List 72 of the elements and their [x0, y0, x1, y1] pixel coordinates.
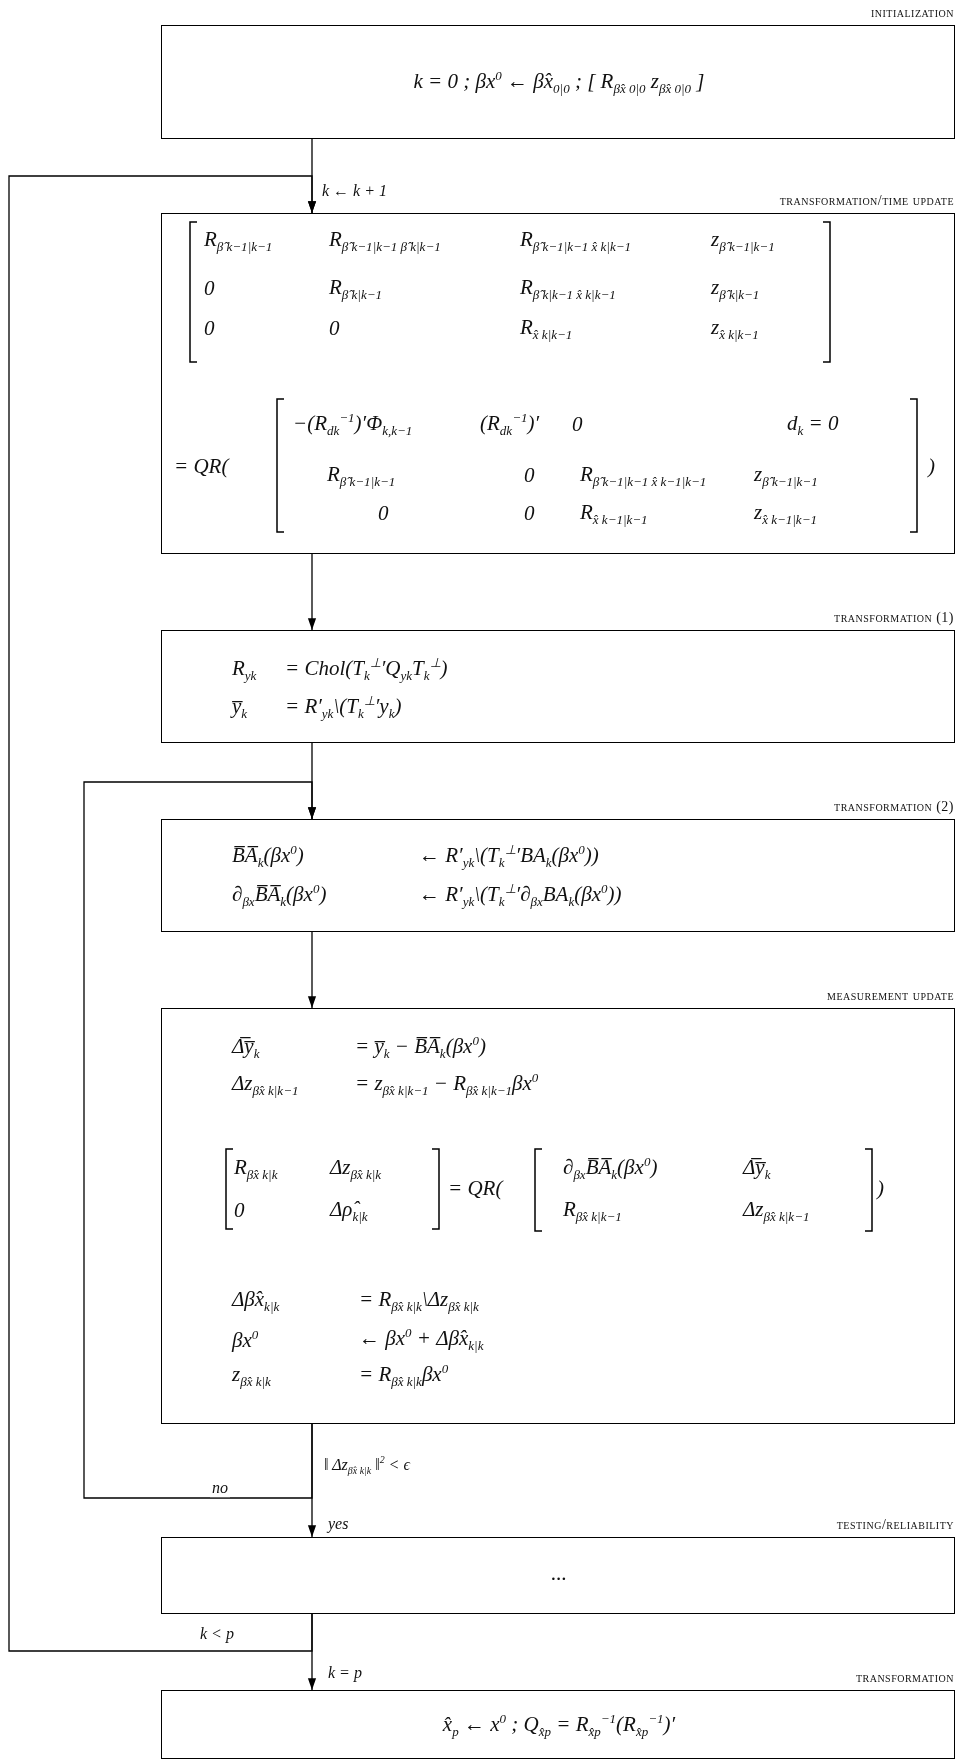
arrow [8, 175, 317, 1652]
math-expression: ← R′$_{yk}$\(T$_{k}$$^{⊥}$′BA$_{k}$(βx$^{0}$)) [419, 843, 599, 871]
math-expression: z$_{β̂x k|k}$ [232, 1362, 271, 1390]
math-expression: Δz$_{β̂x k|k−1}$ [743, 1197, 810, 1225]
math-expression: z$_{β̂ k−1|k−1}$ [754, 462, 818, 490]
math-expression: ← βx$^{0}$ + Δβ̂x$_{k|k}$ [359, 1326, 484, 1354]
math-expression: 0 [572, 413, 583, 437]
math-expression: y̅$_{k}$ [232, 694, 248, 722]
math-expression: R$_{β̂ k−1|k−1}$ [204, 227, 273, 255]
arrow [307, 1613, 317, 1691]
math-expression: R$_{β̂ k−1|k−1 x̂ k|k−1}$ [520, 227, 631, 255]
condition-label: ‖ Δz$_{β̂x k|k}$ ‖$^{2}$ < ϵ [322, 1455, 412, 1477]
math-expression: = z$_{β̂x k|k−1}$ − R$_{β̂x k|k−1}$βx$^{0}$ [355, 1071, 539, 1099]
section-heading: testing/reliability [836, 1518, 954, 1532]
math-expression: Δρ̂$_{k|k}$ [330, 1197, 368, 1225]
math-expression: R$_{β̂x k|k}$ [234, 1155, 278, 1183]
math-expression: ) [928, 455, 935, 479]
math-expression: Δz$_{β̂x k|k}$ [330, 1155, 382, 1183]
math-expression: = Chol(T$_{k}$$^{⊥}$′Q$_{yk}$T$_{k}$$^{⊥}$) [285, 656, 448, 684]
math-expression: d$_{k}$ = 0 [787, 411, 839, 439]
math-expression: = QR( [448, 1177, 503, 1201]
math-expression: R$_{yk}$ [232, 656, 257, 684]
math-expression: k = 0 ; βx$^{0}$ ← β̂x$_{0|0}$ ; [ R$_{β̂x 0|0}$ z$_{β̂x 0|0}$ ] [413, 69, 705, 97]
math-expression: z$_{x̂ k−1|k−1}$ [754, 500, 817, 528]
math-expression: 0 [524, 464, 535, 488]
math-expression: (R$_{dk}$$^{−1}$)′ [480, 411, 539, 439]
math-expression: z$_{β̂ k−1|k−1}$ [711, 227, 775, 255]
math-expression: = R$_{β̂x k|k}$\Δz$_{β̂x k|k}$ [359, 1287, 479, 1315]
math-expression: Δβ̂x$_{k|k}$ [232, 1287, 280, 1315]
math-expression: Δ̅y̅$_{k}$ [743, 1155, 771, 1183]
math-expression: R$_{β̂ k−1|k−1 β̂ k|k−1}$ [329, 227, 441, 255]
math-expression: 0 [234, 1199, 245, 1223]
math-expression: R$_{β̂ k−1|k−1}$ [327, 462, 396, 490]
math-expression: 0 [378, 502, 389, 526]
math-expression: ← R′$_{yk}$\(T$_{k}$$^{⊥}$′∂$_{βx}$BA$_{k}$(βx$^{0}$)) [419, 882, 622, 910]
section-heading: transformation/time update [779, 194, 954, 208]
math-expression: R$_{β̂ k|k−1}$ [329, 275, 382, 303]
math-expression: ∂$_{βx}$B̅A̅$_{k}$(βx$^{0}$) [563, 1155, 658, 1183]
section-heading: transformation (1) [834, 611, 954, 625]
math-expression: R$_{x̂ k|k−1}$ [520, 315, 573, 343]
section-heading: transformation (2) [834, 800, 954, 814]
math-expression: R$_{β̂ k−1|k−1 x̂ k−1|k−1}$ [580, 462, 707, 490]
section-heading: transformation [855, 1671, 954, 1685]
math-expression: = R′$_{yk}$\(T$_{k}$$^{⊥}$′y$_{k}$) [285, 694, 402, 722]
math-expression: R$_{x̂ k−1|k−1}$ [580, 500, 648, 528]
math-expression: Δ̅y̅$_{k}$ [232, 1034, 260, 1062]
math-expression: B̅A̅$_{k}$(βx$^{0}$) [232, 843, 304, 871]
arrow [307, 553, 317, 631]
math-expression: ) [877, 1177, 884, 1201]
math-expression: 0 [329, 317, 340, 341]
section-heading: measurement update [827, 989, 954, 1003]
math-expression: ∂$_{βx}$B̅A̅$_{k}$(βx$^{0}$) [232, 882, 327, 910]
edge-label: k = p [326, 1664, 364, 1682]
math-expression: = QR( [174, 455, 229, 479]
math-expression: z$_{x̂ k|k−1}$ [711, 315, 759, 343]
math-expression: βx$^{0}$ [232, 1327, 259, 1353]
math-expression: = R$_{β̂x k|k}$βx$^{0}$ [359, 1362, 449, 1390]
math-expression: 0 [204, 317, 215, 341]
math-expression: ... [551, 1562, 567, 1586]
section-heading: initialization [870, 6, 954, 20]
math-expression: 0 [524, 502, 535, 526]
math-expression: R$_{β̂ k|k−1 x̂ k|k−1}$ [520, 275, 616, 303]
math-expression: R$_{β̂x k|k−1}$ [563, 1197, 622, 1225]
math-expression: x̂$_{p}$ ← x$^{0}$ ; Q$_{x̂p}$ = R$_{x̂p}$$^{−1}$(R$_{x̂p}$$^{−1}$)′ [442, 1712, 676, 1740]
math-expression: −(R$_{dk}$$^{−1}$)′Φ$_{k,k−1}$ [293, 411, 413, 439]
math-expression: = y̅$_{k}$ − B̅A̅$_{k}$(βx$^{0}$) [355, 1034, 486, 1062]
math-expression: z$_{β̂ k|k−1}$ [711, 275, 760, 303]
arrow [83, 781, 317, 1499]
math-expression: Δz$_{β̂x k|k−1}$ [232, 1071, 299, 1099]
math-expression: 0 [204, 277, 215, 301]
arrow [307, 931, 317, 1009]
edge-label: k < p [198, 1625, 236, 1643]
